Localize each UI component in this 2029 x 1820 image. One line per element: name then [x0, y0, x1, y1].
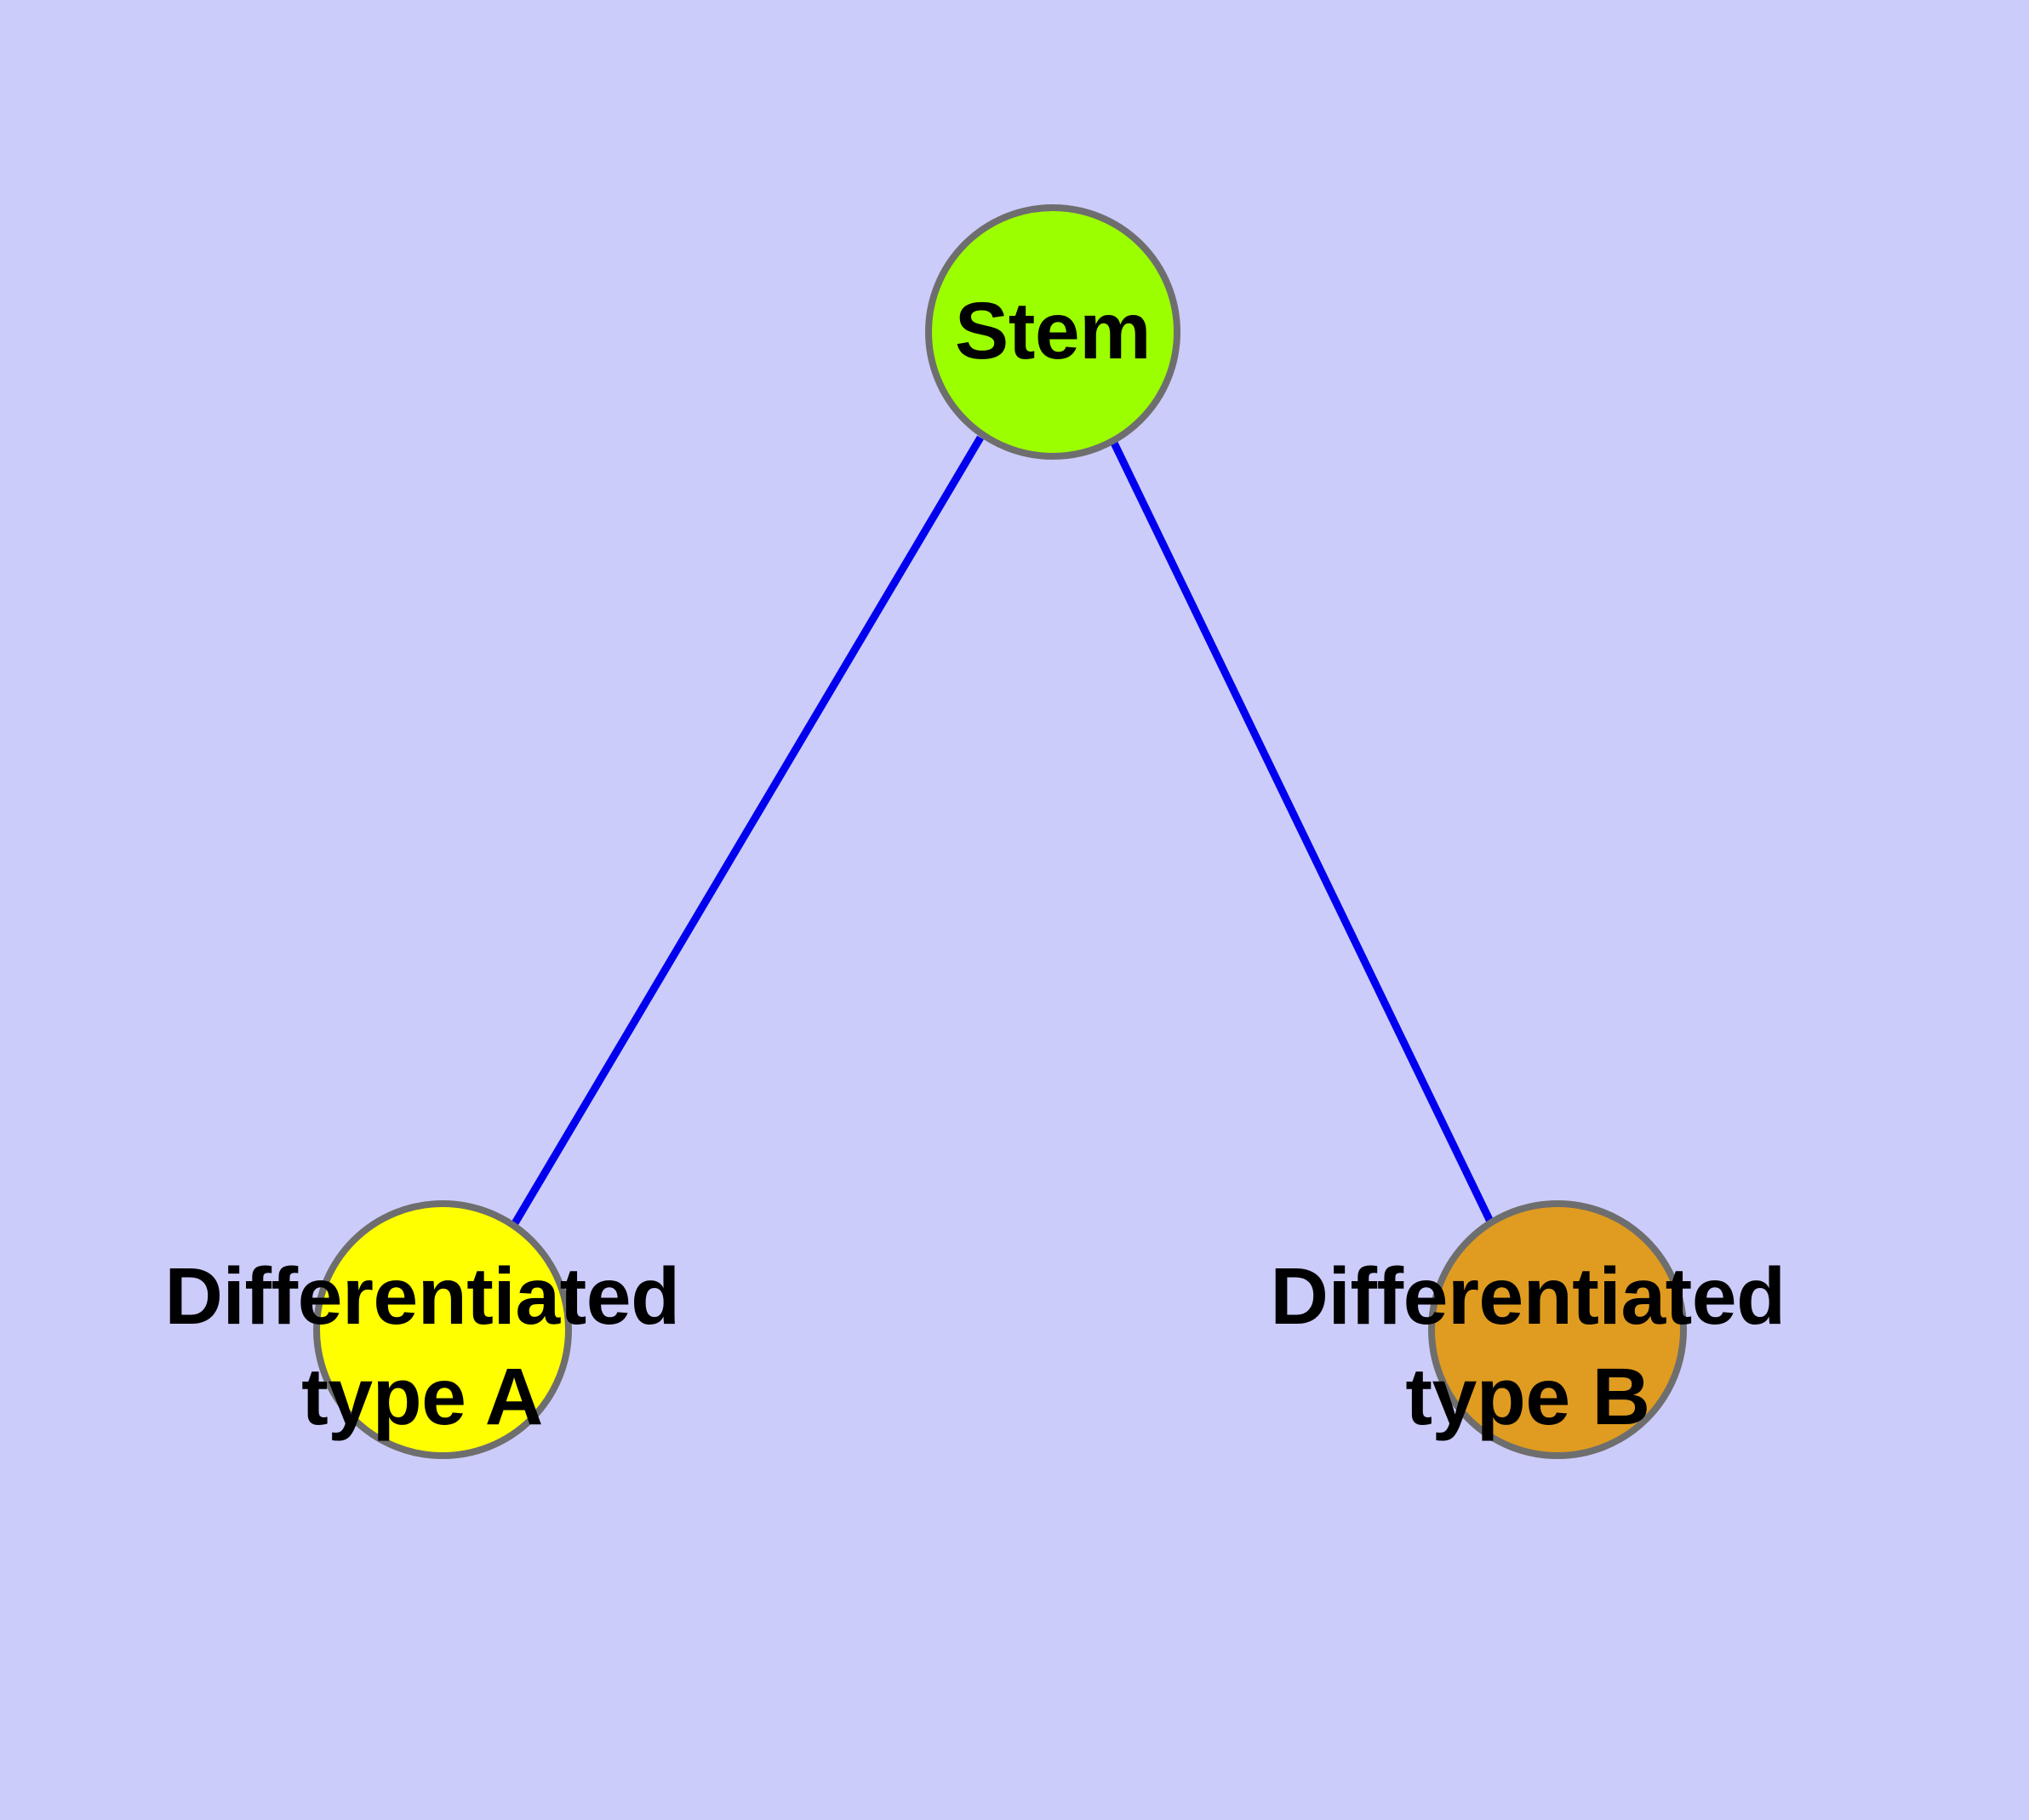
node-layer	[313, 204, 1687, 1459]
node-stem[interactable]	[925, 204, 1180, 460]
node-differentiated-type-a[interactable]	[313, 1200, 572, 1459]
edge-layer	[512, 434, 1495, 1226]
edge-stem-to-differentiated-a[interactable]	[512, 435, 984, 1226]
edge-stem-to-differentiated-b[interactable]	[1106, 434, 1495, 1225]
node-differentiated-type-b[interactable]	[1428, 1200, 1687, 1459]
